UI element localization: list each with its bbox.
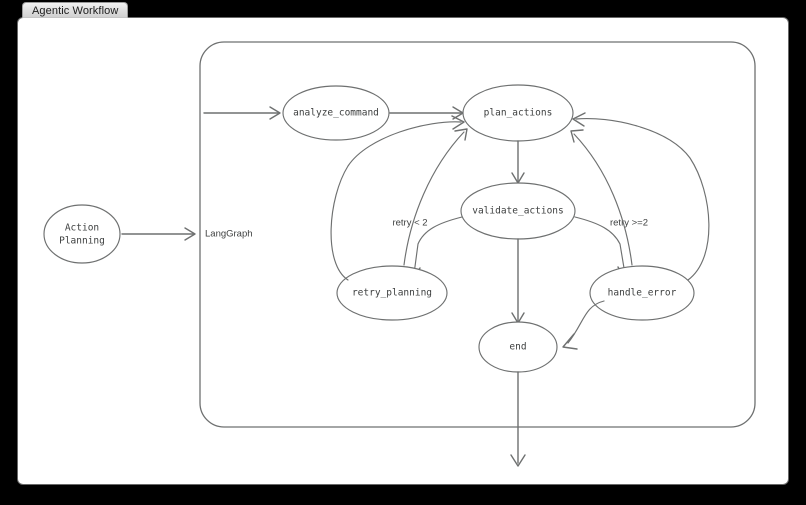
workflow-diagram: LangGraph Action Planning analyze_comman… <box>43 41 756 467</box>
edge-retry-planning-to-plan-actions-inner <box>403 131 465 266</box>
edge-label-retry-lt-2: retry < 2 <box>392 218 427 229</box>
edge-handle-error-to-plan-actions-inner <box>573 133 633 266</box>
arrowhead-plan-actions-from-handle-error-outer <box>572 112 586 127</box>
diagram-canvas[interactable]: LangGraph Action Planning analyze_comman… <box>18 18 788 484</box>
node-end-label: end <box>509 342 526 353</box>
arrowhead-plan-actions-from-retry-inner <box>454 128 468 141</box>
arrowhead-plan-actions-from-retry-outer <box>451 115 465 130</box>
node-analyze-command-label: analyze_command <box>293 108 379 119</box>
tab-label: Agentic Workflow <box>32 4 119 17</box>
node-validate-actions-label: validate_actions <box>472 206 564 217</box>
arrowhead-analyze-command <box>269 106 281 120</box>
arrowhead-plan-actions-from-handle-error-inner <box>570 129 584 143</box>
edge-handle-error-to-end <box>567 300 605 344</box>
node-action-planning-label-line2: Planning <box>59 236 105 247</box>
edge-label-retry-gte-2: retry >=2 <box>610 218 648 229</box>
arrowhead-end-from-handle-error <box>562 333 578 350</box>
node-action-planning-label-line1: Action <box>65 223 99 234</box>
node-handle-error-label: handle_error <box>608 288 677 299</box>
langgraph-label: LangGraph <box>205 229 253 240</box>
node-action-planning[interactable] <box>43 204 121 264</box>
edge-validate-actions-to-handle-error <box>574 216 626 275</box>
node-handle-error[interactable] <box>589 265 695 321</box>
node-retry-planning[interactable] <box>336 265 448 321</box>
tab-agentic-workflow[interactable]: Agentic Workflow <box>22 2 129 18</box>
node-analyze-command[interactable] <box>282 85 390 141</box>
edge-retry-planning-to-plan-actions-outer <box>330 121 462 281</box>
edge-validate-actions-to-retry-planning <box>413 216 463 275</box>
langgraph-container <box>199 41 756 428</box>
arrowhead-exit <box>510 454 526 467</box>
arrowhead-into-langgraph <box>184 227 196 241</box>
edge-handle-error-to-plan-actions-outer <box>575 117 710 281</box>
node-retry-planning-label: retry_planning <box>352 288 432 299</box>
node-plan-actions-label: plan_actions <box>484 108 553 119</box>
tab-bar: Agentic Workflow <box>0 0 806 20</box>
